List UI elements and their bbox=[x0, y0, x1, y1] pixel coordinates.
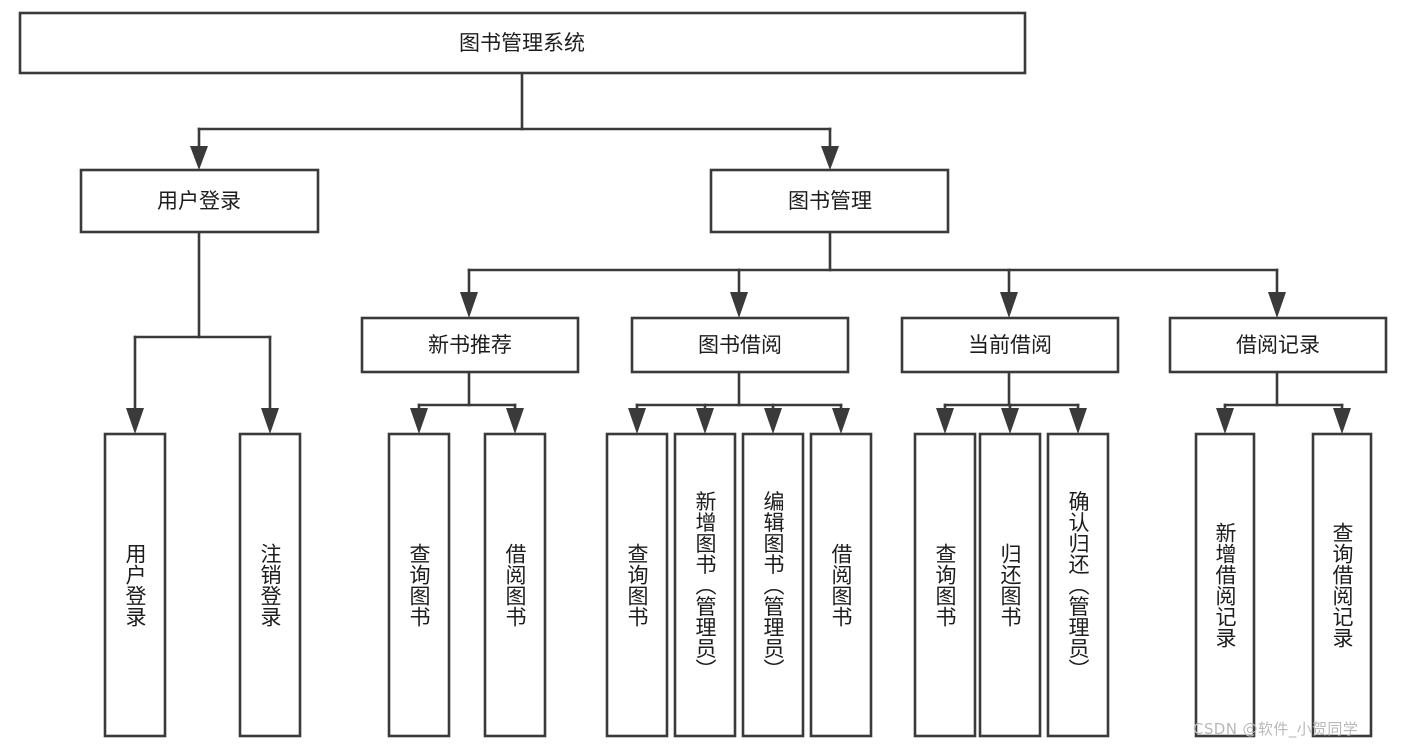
edge-group-root bbox=[190, 71, 839, 170]
arrow-head-icon bbox=[126, 408, 144, 434]
node-leaf-borrow-book-1-box[interactable] bbox=[483, 432, 547, 738]
node-book-manage-box[interactable] bbox=[709, 168, 950, 234]
node-book-borrow-box[interactable] bbox=[630, 316, 850, 374]
arrow-head-icon bbox=[460, 292, 478, 318]
node-leaf-query-book-2[interactable]: 查询图书 bbox=[605, 432, 669, 738]
node-leaf-query-book-3[interactable]: 查询图书 bbox=[913, 432, 977, 738]
arrow-head-icon bbox=[821, 146, 839, 170]
arrow-head-icon bbox=[190, 146, 208, 170]
node-book-manage-label: 图书管理 bbox=[788, 189, 872, 213]
node-leaf-return-book-label: 归还图书 bbox=[998, 543, 1022, 627]
edge-group-user-login bbox=[126, 230, 279, 434]
node-leaf-add-record-box[interactable] bbox=[1194, 432, 1256, 738]
edge-group-new-book-rec bbox=[410, 370, 524, 434]
node-leaf-borrow-book-1[interactable]: 借阅图书 bbox=[483, 432, 547, 738]
node-leaf-edit-book[interactable]: 编辑图书（管理员） bbox=[741, 432, 805, 738]
node-current-borrow[interactable]: 当前借阅 bbox=[900, 316, 1120, 374]
node-leaf-confirm-return-label: 确认归还（管理员） bbox=[1066, 491, 1090, 680]
node-leaf-edit-book-box[interactable] bbox=[741, 432, 805, 738]
edge-group-book-manage bbox=[460, 230, 1286, 318]
node-book-borrow-label: 图书借阅 bbox=[698, 333, 782, 357]
arrow-head-icon bbox=[730, 292, 748, 318]
node-leaf-query-book-3-box[interactable] bbox=[913, 432, 977, 738]
node-user-login-label: 用户登录 bbox=[157, 189, 241, 213]
node-leaf-logout-label: 注销登录 bbox=[258, 543, 282, 627]
node-leaf-query-book-2-box[interactable] bbox=[605, 432, 669, 738]
node-leaf-query-record-label: 查询借阅记录 bbox=[1330, 522, 1354, 648]
node-leaf-query-record[interactable]: 查询借阅记录 bbox=[1311, 432, 1373, 738]
arrow-head-icon bbox=[764, 408, 782, 434]
node-user-login[interactable]: 用户登录 bbox=[79, 168, 320, 234]
arrow-head-icon bbox=[506, 408, 524, 434]
node-borrow-record-box[interactable] bbox=[1168, 316, 1388, 374]
node-leaf-add-book-label: 新增图书（管理员） bbox=[693, 491, 717, 680]
arrow-head-icon bbox=[1216, 408, 1234, 434]
node-leaf-add-record[interactable]: 新增借阅记录 bbox=[1194, 432, 1256, 738]
node-leaf-user-login-box[interactable] bbox=[103, 432, 167, 738]
node-leaf-query-book-2-label: 查询图书 bbox=[625, 543, 649, 627]
node-new-book-rec-label: 新书推荐 bbox=[428, 333, 512, 357]
node-leaf-add-record-label: 新增借阅记录 bbox=[1213, 522, 1237, 648]
node-leaf-borrow-book-2[interactable]: 借阅图书 bbox=[809, 432, 873, 738]
node-user-login-box[interactable] bbox=[79, 168, 320, 234]
node-leaf-confirm-return[interactable]: 确认归还（管理员） bbox=[1046, 432, 1110, 738]
node-leaf-add-book[interactable]: 新增图书（管理员） bbox=[673, 432, 737, 738]
node-new-book-rec[interactable]: 新书推荐 bbox=[360, 316, 580, 374]
node-borrow-record-label: 借阅记录 bbox=[1236, 333, 1320, 357]
node-leaf-borrow-book-2-label: 借阅图书 bbox=[829, 543, 853, 627]
node-leaf-borrow-book-2-box[interactable] bbox=[809, 432, 873, 738]
node-leaf-confirm-return-box[interactable] bbox=[1046, 432, 1110, 738]
arrow-head-icon bbox=[1268, 292, 1286, 318]
node-root-label: 图书管理系统 bbox=[459, 31, 585, 55]
node-leaf-return-book-box[interactable] bbox=[978, 432, 1042, 738]
node-leaf-logout-box[interactable] bbox=[238, 432, 302, 738]
node-leaf-query-book-1-label: 查询图书 bbox=[407, 543, 431, 627]
node-root[interactable]: 图书管理系统 bbox=[18, 11, 1027, 75]
arrow-head-icon bbox=[696, 408, 714, 434]
node-leaf-edit-book-label: 编辑图书（管理员） bbox=[761, 491, 785, 680]
edge-group-current-borrow bbox=[936, 370, 1087, 434]
arrow-head-icon bbox=[261, 408, 279, 434]
arrow-head-icon bbox=[1001, 408, 1019, 434]
node-leaf-query-book-1-box[interactable] bbox=[387, 432, 451, 738]
node-new-book-rec-box[interactable] bbox=[360, 316, 580, 374]
arrow-head-icon bbox=[1000, 292, 1018, 318]
arrow-head-icon bbox=[1333, 408, 1351, 434]
node-borrow-record[interactable]: 借阅记录 bbox=[1168, 316, 1388, 374]
node-leaf-return-book[interactable]: 归还图书 bbox=[978, 432, 1042, 738]
arrow-head-icon bbox=[410, 408, 428, 434]
node-current-borrow-label: 当前借阅 bbox=[968, 333, 1052, 357]
node-book-borrow[interactable]: 图书借阅 bbox=[630, 316, 850, 374]
arrow-head-icon bbox=[1069, 408, 1087, 434]
node-leaf-user-login-label: 用户登录 bbox=[123, 543, 147, 627]
node-leaf-user-login[interactable]: 用户登录 bbox=[103, 432, 167, 738]
arrow-head-icon bbox=[832, 408, 850, 434]
arrow-head-icon bbox=[628, 408, 646, 434]
node-root-box[interactable] bbox=[18, 11, 1027, 75]
node-leaf-add-book-box[interactable] bbox=[673, 432, 737, 738]
edge-group-borrow-record bbox=[1216, 370, 1351, 434]
node-current-borrow-box[interactable] bbox=[900, 316, 1120, 374]
node-book-manage[interactable]: 图书管理 bbox=[709, 168, 950, 234]
edge-group-book-borrow bbox=[628, 370, 850, 434]
node-leaf-borrow-book-1-label: 借阅图书 bbox=[503, 543, 527, 627]
node-leaf-logout[interactable]: 注销登录 bbox=[238, 432, 302, 738]
node-leaf-query-book-3-label: 查询图书 bbox=[933, 543, 957, 627]
arrow-head-icon bbox=[936, 408, 954, 434]
node-leaf-query-book-1[interactable]: 查询图书 bbox=[387, 432, 451, 738]
node-leaf-query-record-box[interactable] bbox=[1311, 432, 1373, 738]
